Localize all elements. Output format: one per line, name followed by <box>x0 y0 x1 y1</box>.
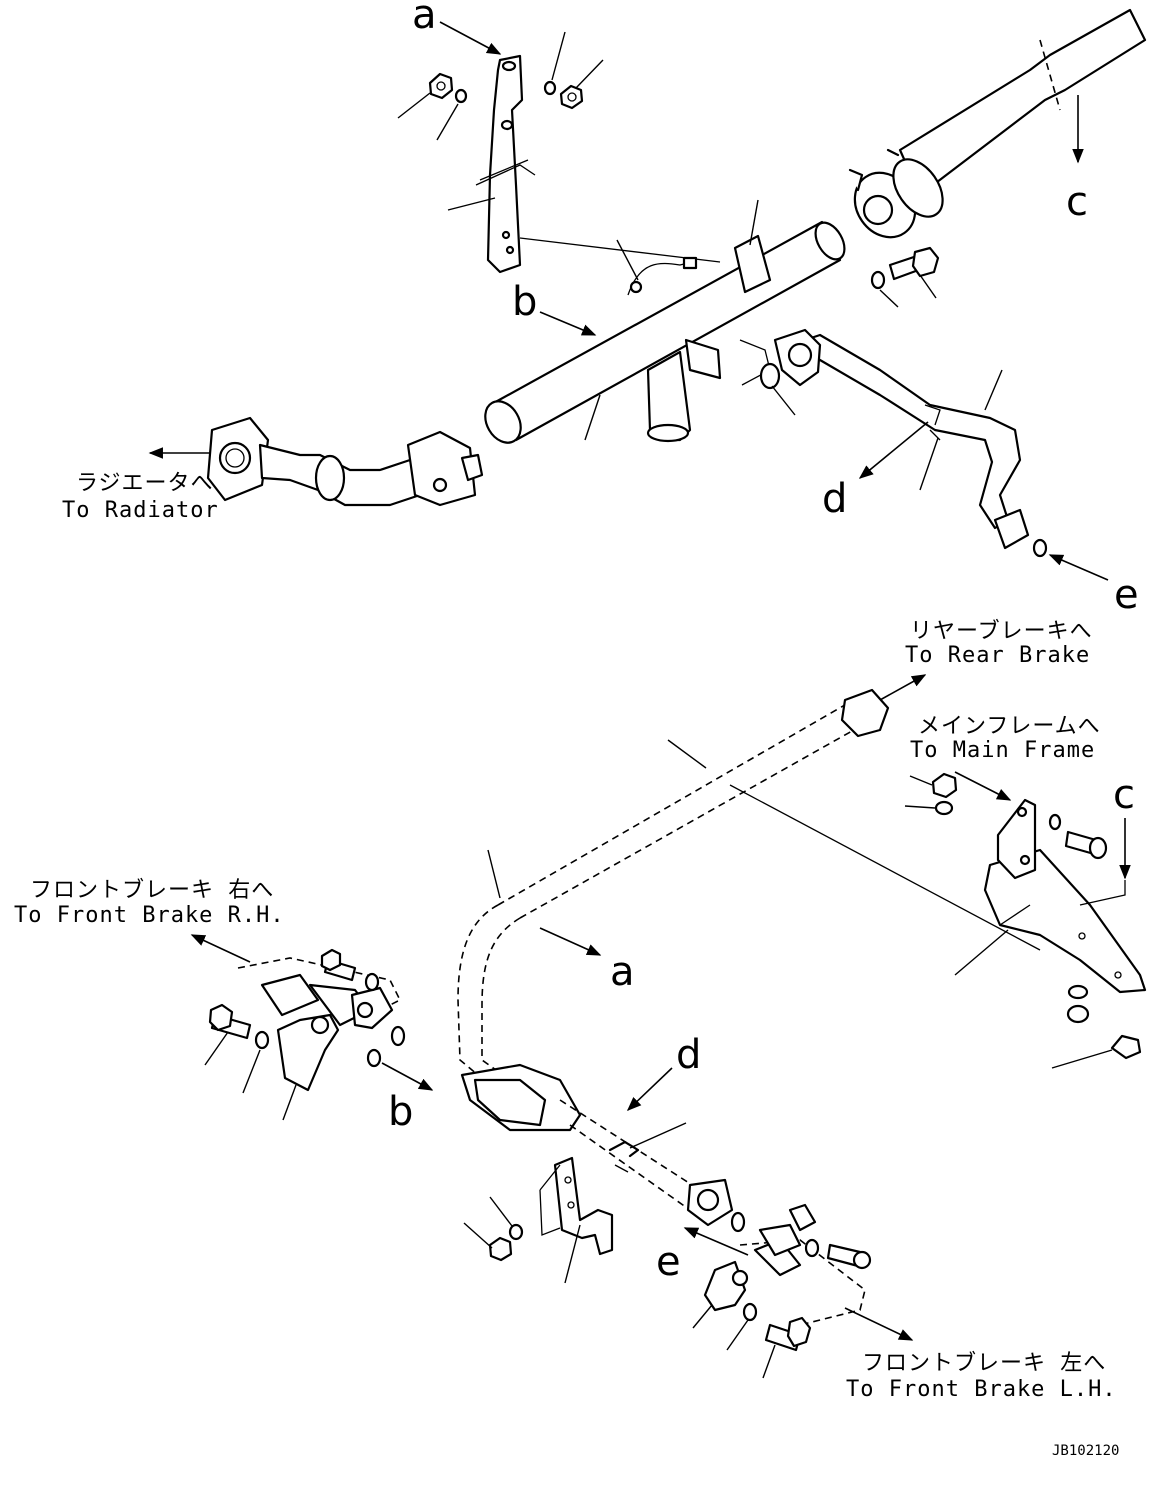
main-frame-label-en: To Main Frame <box>910 738 1095 763</box>
front-brake-lh-label-jp: フロントブレーキ 左へ <box>862 1351 1106 1376</box>
washer-main-frame-right <box>1048 813 1062 831</box>
callout-c-top: c <box>1066 179 1088 225</box>
bolt-rh <box>208 1003 252 1040</box>
gasket-b <box>366 1048 382 1068</box>
brake-tube <box>457 674 1041 1076</box>
washer-top-bolt <box>870 270 886 290</box>
radiator-pipe <box>206 416 484 507</box>
callout-b-top: b <box>512 279 537 325</box>
washer-d <box>508 1223 524 1241</box>
bottom-assembly <box>190 674 1147 1379</box>
leader-lines-bottom <box>204 739 1113 1379</box>
washer-lh <box>742 1302 758 1322</box>
nut-main-frame-bottom <box>1066 1004 1090 1024</box>
gasket-rh <box>390 1025 406 1047</box>
valve-body <box>460 1063 734 1227</box>
washer-rh <box>254 1030 270 1050</box>
callout-d-bottom: d <box>676 1032 701 1078</box>
nut-d <box>488 1236 513 1262</box>
nut-main-frame <box>931 772 958 799</box>
radiator-label-jp: ラジエータへ <box>76 471 214 496</box>
front-brake-lh-label-en: To Front Brake L.H. <box>846 1377 1117 1402</box>
washer-main-frame <box>934 800 954 816</box>
bracket-d <box>539 1140 640 1256</box>
top-assembly <box>148 8 1147 581</box>
callout-e-bottom: e <box>656 1239 681 1285</box>
front-brake-rh <box>237 948 402 1092</box>
bolt-top <box>888 246 940 281</box>
main-frame-label-jp: メインフレームへ <box>918 714 1101 739</box>
mount-main-frame <box>1110 1034 1142 1060</box>
bolt-main-frame <box>1064 830 1108 860</box>
callout-e-top: e <box>1114 572 1139 618</box>
callout-a-top: a <box>412 0 437 38</box>
exhaust-pipe-top <box>848 8 1147 239</box>
radiator-label-en: To Radiator <box>62 498 219 523</box>
leader-lines-top <box>397 31 1003 491</box>
gasket-lh <box>730 1211 746 1233</box>
gasket-e <box>1032 538 1048 558</box>
front-brake-rh-label-jp: フロントブレーキ 右へ <box>30 878 274 903</box>
washer-main-frame-bottom <box>1067 984 1089 1000</box>
rear-brake-label-en: To Rear Brake <box>905 643 1090 668</box>
washer-top-left <box>454 88 468 104</box>
washer-top-right <box>543 80 557 96</box>
callout-a-bottom: a <box>610 949 635 995</box>
rear-brake-label-jp: リヤーブレーキへ <box>910 619 1093 644</box>
nut-top-right <box>559 84 584 110</box>
drawing-code: JB102120 <box>1052 1443 1119 1459</box>
callout-b-bottom: b <box>388 1089 413 1135</box>
mounting-bracket-top <box>475 54 536 274</box>
callout-d-top: d <box>822 476 847 522</box>
bolt-lh <box>764 1316 812 1352</box>
nut-top-left <box>428 72 454 100</box>
front-brake-lh <box>703 1203 872 1326</box>
main-frame-bracket <box>983 798 1147 994</box>
callout-c-bottom: c <box>1113 772 1135 818</box>
front-brake-rh-label-en: To Front Brake R.H. <box>14 903 285 928</box>
tail-pipe <box>773 328 1030 550</box>
